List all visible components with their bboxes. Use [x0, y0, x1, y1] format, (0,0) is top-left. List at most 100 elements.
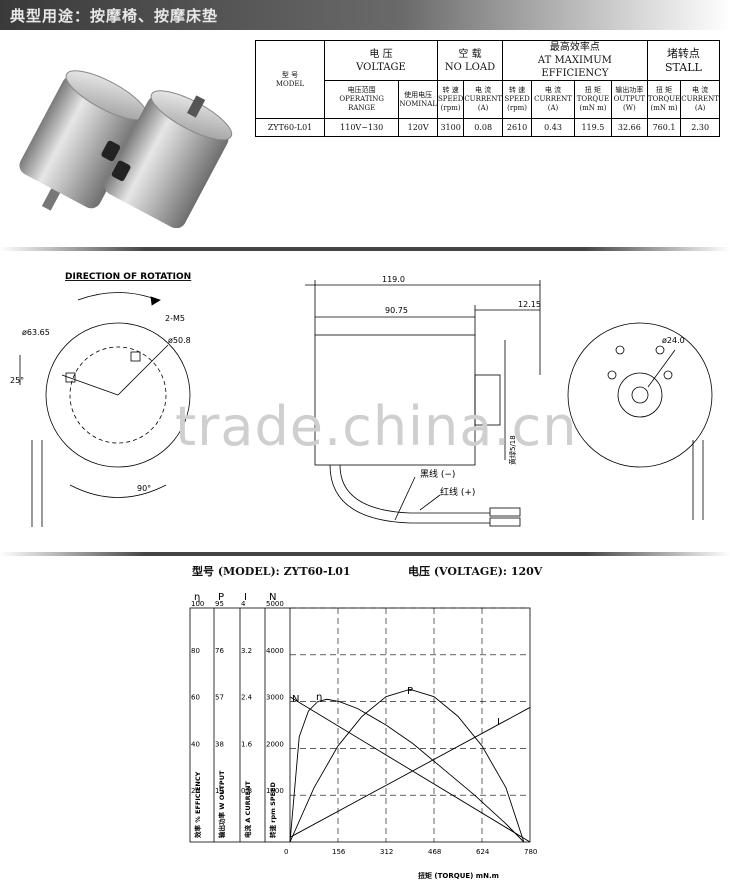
y-tick-label: 19	[215, 787, 224, 795]
x-axis-label: 扭矩 (TORQUE) mN.m	[418, 871, 499, 880]
row-nl-current: 0.08	[463, 118, 504, 137]
chart-frame	[189, 607, 531, 843]
row-st-torque: 760.1	[646, 118, 682, 137]
series-label: η	[316, 692, 322, 703]
row-me-output: 32.66	[610, 118, 648, 137]
usage-title: 典型用途：按摩椅、按摩床垫	[10, 7, 219, 25]
motor-right	[104, 90, 233, 228]
y-axis-label: 输出功率 W OUTPUT	[217, 770, 226, 838]
series-line-N	[289, 696, 531, 843]
dim-d2: 2-M5	[165, 314, 185, 323]
model-header-cell: 型 号 MODEL	[255, 40, 325, 119]
rotation-arc	[77, 292, 159, 301]
row-me-speed: 2610	[502, 118, 533, 137]
axis-symbol: η	[194, 592, 200, 603]
y-tick-label: 38	[215, 740, 224, 748]
series-label: P	[407, 686, 413, 697]
y-tick-label: 20	[191, 787, 200, 795]
row-nl-speed: 3100	[436, 118, 465, 137]
dim-d-shaft: ø24.0	[662, 336, 685, 345]
direction-label: DIRECTION OF ROTATION	[65, 272, 191, 282]
divider-bottom	[0, 552, 730, 556]
row-op-range: 110V~130	[323, 118, 400, 137]
y-tick-label: 100	[191, 600, 204, 608]
row-me-current: 0.43	[531, 118, 575, 137]
angle-arc	[69, 484, 167, 498]
x-tick-label: 156	[332, 848, 346, 856]
divider-top	[0, 247, 730, 251]
dim-angle1: 25°	[10, 376, 24, 385]
series-line-I	[289, 707, 531, 838]
series-label: N	[292, 694, 299, 705]
dim-d1: ø63.65	[22, 328, 50, 337]
watermark: trade.china.cn	[175, 395, 578, 458]
y-tick-label: 3.2	[241, 647, 252, 655]
series-line-η	[289, 698, 525, 843]
y-tick-label: 1.6	[241, 740, 253, 748]
y-axis-label: 电流 A CURRENT	[243, 781, 252, 838]
x-tick-label: 468	[428, 848, 441, 856]
dim-len-shaft: 12.15	[518, 300, 541, 309]
row-me-torque: 119.5	[573, 118, 612, 137]
y-axis-label: 效率 % EFFICIENCY	[193, 771, 202, 838]
row-st-current: 2.30	[680, 118, 720, 137]
x-tick-label: 312	[380, 848, 393, 856]
motor-photo	[19, 70, 233, 228]
side-note: 黄绿5/18	[508, 435, 517, 465]
dim-len-total: 119.0	[382, 275, 405, 284]
graph-voltage-label: 电压 (VOLTAGE): 120V	[408, 565, 543, 578]
series-line-P	[289, 688, 525, 843]
axis-symbol: N	[269, 592, 276, 603]
y-tick-label: 0.8	[241, 787, 252, 795]
label-red-wire: 红线 (+)	[440, 486, 475, 498]
x-tick-label: 780	[524, 848, 537, 856]
dim-d3: ø50.8	[168, 336, 191, 345]
axis-symbol: I	[244, 592, 247, 603]
x-tick-label: 0	[284, 848, 288, 856]
wire-black	[329, 464, 490, 524]
y-tick-label: 4	[241, 600, 246, 608]
wire-red	[339, 464, 490, 514]
x-tick-label: 624	[476, 848, 490, 856]
y-tick-label: 4000	[266, 647, 284, 655]
technical-drawing: DIRECTION OF ROTATION ø63.65 2-M5 ø50.8 …	[10, 272, 713, 527]
y-tick-label: 80	[191, 647, 200, 655]
front-outer-circle	[45, 322, 191, 468]
graph-model-label: 型号 (MODEL): ZYT60-L01	[192, 565, 351, 578]
y-tick-label: 2.4	[241, 694, 253, 702]
label-black-wire: 黑线 (−)	[420, 468, 455, 480]
y-tick-label: 3000	[266, 694, 284, 702]
y-axis-label: 转速 rpm SPEED	[268, 782, 277, 838]
y-tick-label: 95	[215, 600, 224, 608]
front-inner-circle	[69, 346, 167, 444]
header-band	[0, 0, 730, 30]
y-tick-label: 2000	[266, 740, 284, 748]
y-tick-label: 60	[191, 694, 200, 702]
dim-angle2: 90°	[137, 484, 151, 493]
rear-outer-circle	[567, 322, 713, 468]
dim-len-body: 90.75	[385, 306, 408, 315]
y-tick-label: 57	[215, 694, 224, 702]
row-model: ZYT60-L01	[255, 118, 325, 137]
y-tick-label: 76	[215, 647, 224, 655]
y-tick-label: 5000	[266, 600, 284, 608]
y-tick-label: 1000	[266, 787, 284, 795]
row-nominal: 120V	[398, 118, 438, 137]
series-label: I	[497, 717, 500, 728]
